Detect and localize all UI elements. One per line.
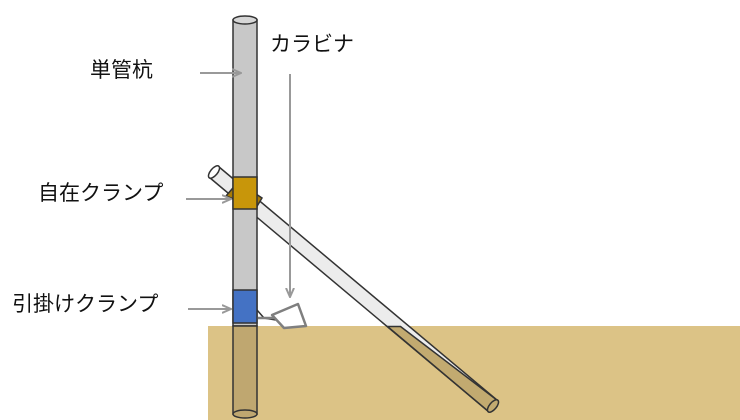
label-swivel-clamp: 自在クランプ bbox=[38, 181, 164, 205]
label-carabiner: カラビナ bbox=[270, 32, 354, 56]
diagonal-pipe bbox=[207, 165, 500, 413]
vertical-pipe bbox=[232, 15, 258, 419]
ground bbox=[208, 326, 740, 420]
swivel-clamp bbox=[224, 176, 264, 210]
label-single-pipe-pile: 単管杭 bbox=[90, 58, 153, 82]
pull-clamp bbox=[232, 289, 277, 324]
carabiner bbox=[258, 302, 308, 330]
label-pull-clamp: 引掛けクランプ bbox=[12, 292, 159, 316]
